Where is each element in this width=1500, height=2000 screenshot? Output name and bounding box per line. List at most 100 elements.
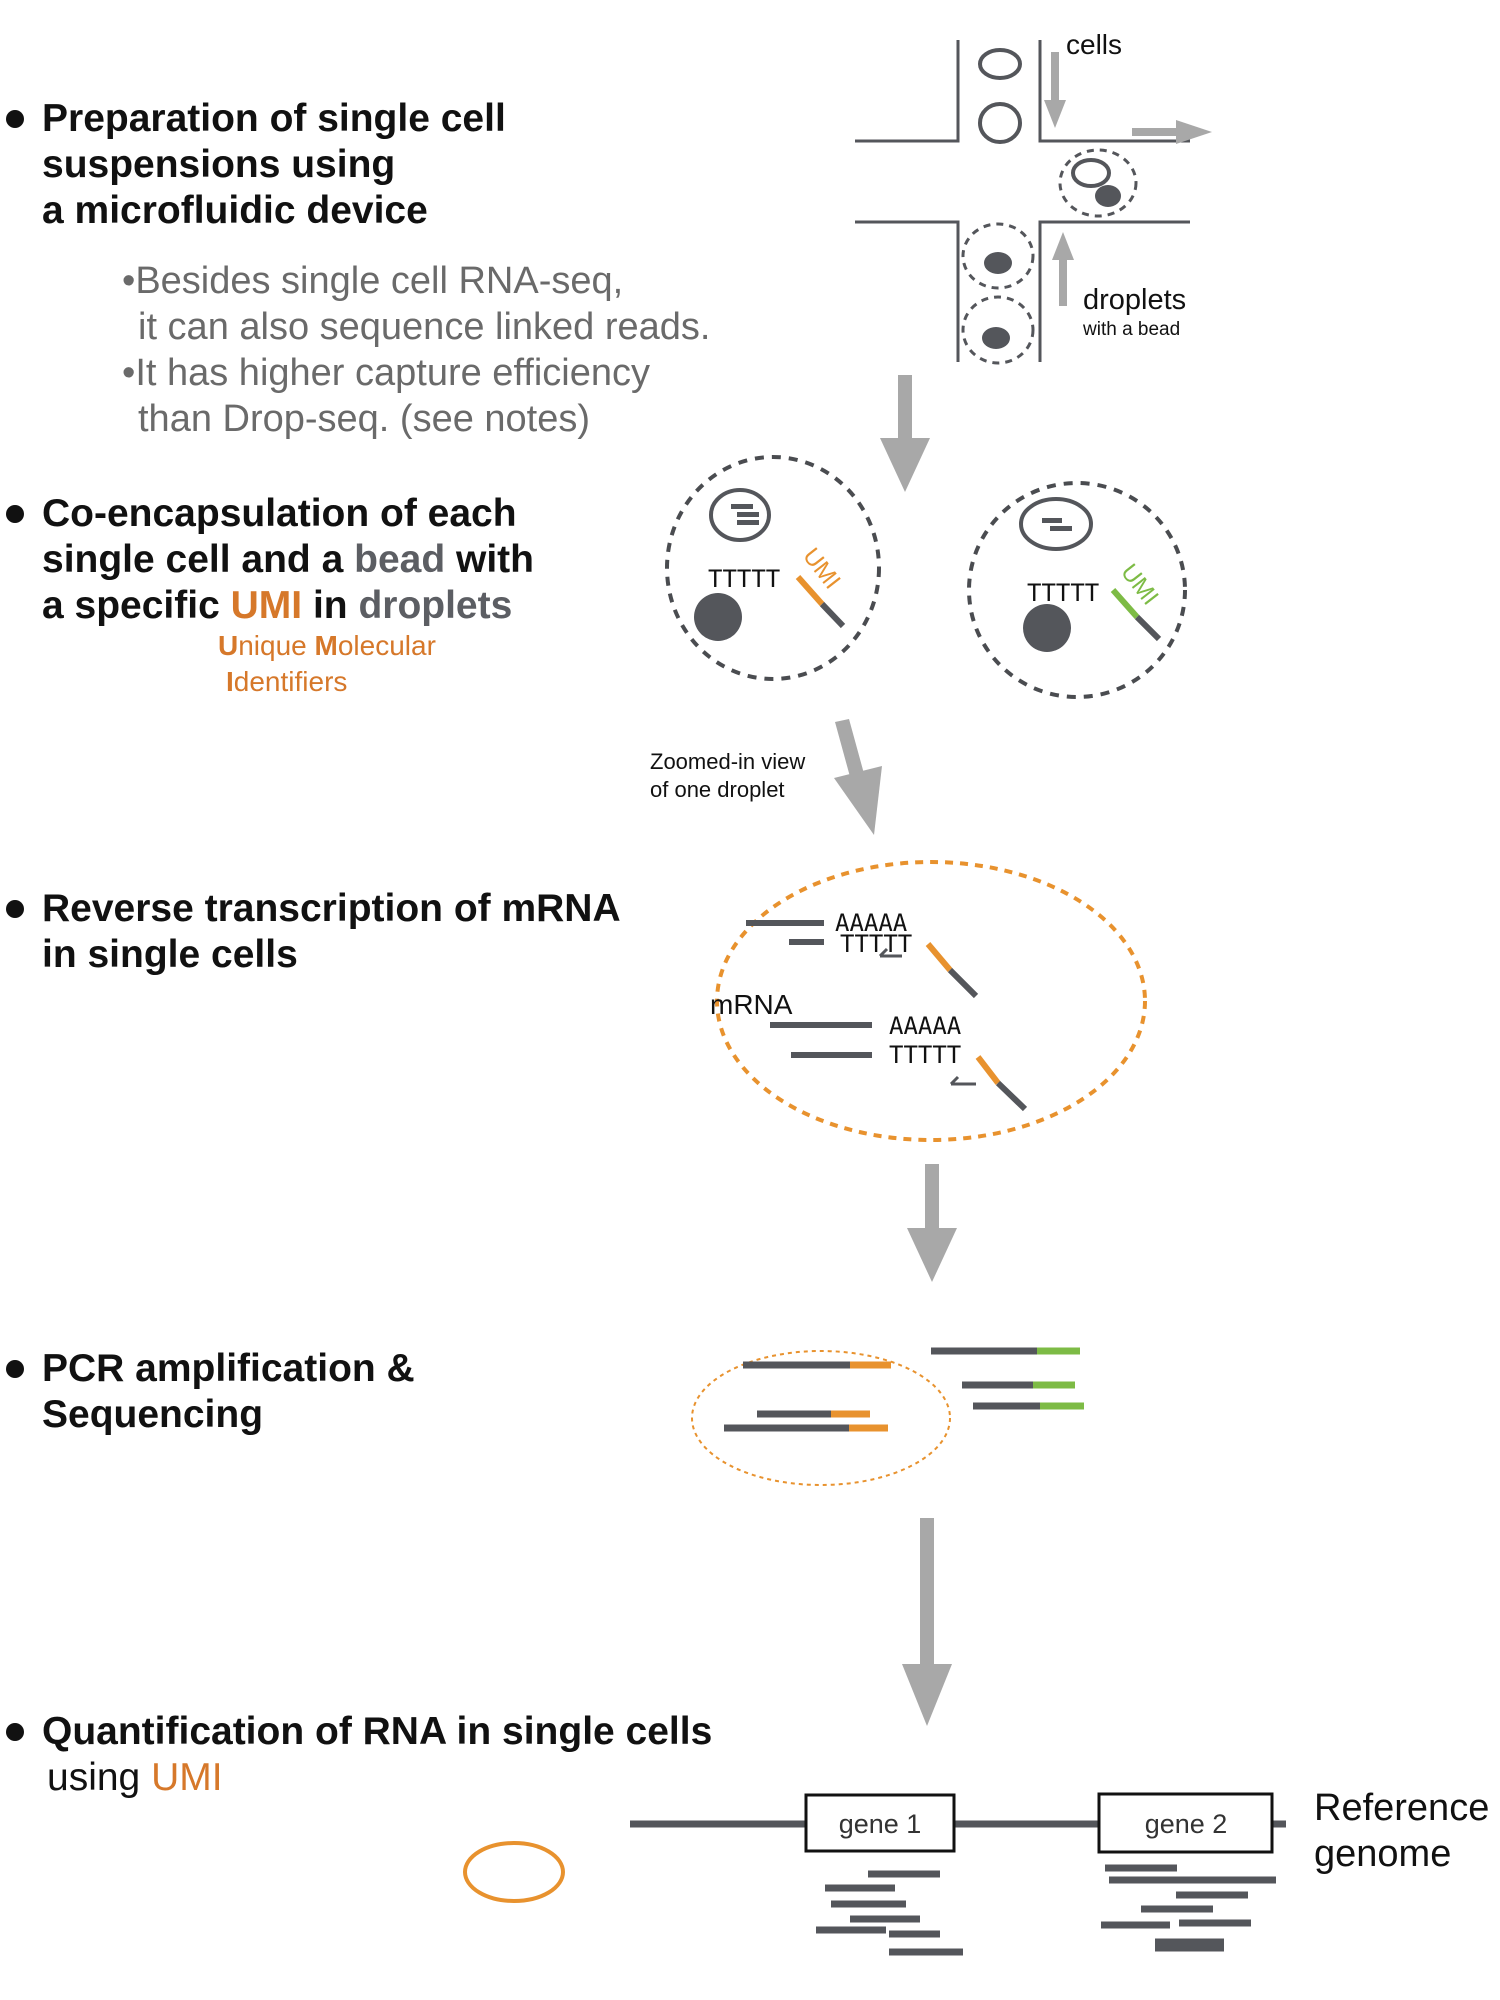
droplet-outline [967,481,1187,699]
step-4-heading: PCR amplification & Sequencing [42,1346,415,1438]
gene-1-label: gene 1 [839,1809,922,1839]
flow-arrow-up-icon [1059,258,1067,306]
umi-def-text: dentifiers [233,666,348,697]
channel-wall [855,220,960,362]
step-1-heading: Preparation of single cell suspensions u… [42,96,506,234]
bullet-icon [6,1360,24,1378]
umi-group-outline [691,1350,951,1486]
umi-segment [795,575,825,606]
flow-arrows [1044,52,1212,306]
step-1-heading-line: Preparation of single cell [42,97,506,140]
umi-definition-line: Unique Molecular [218,628,436,664]
cells-in-channel [978,48,1022,144]
step-4-heading-line: Sequencing [42,1393,264,1436]
step-3-heading-line: Reverse transcription of mRNA [42,887,621,930]
droplet-icon [1058,148,1138,218]
heading-text: single cell and a [42,538,355,581]
umi-segment [1110,588,1140,619]
bead-icon [984,252,1012,274]
bullet-icon [6,110,24,128]
droplets-label: droplets [1083,284,1186,316]
bullet-icon [6,505,24,523]
channel-wall [855,40,960,143]
mrna-mark [1050,526,1072,531]
process-arrow-icon [880,375,930,492]
umi-term: UMI [151,1756,223,1799]
bullet-icon [6,1723,24,1741]
cell-icon [978,48,1022,80]
bead-icon [982,327,1010,349]
mrna-mark [731,504,753,509]
process-arrows [834,375,957,1726]
flow-arrow-down-icon [1044,100,1066,128]
channel-wall [1038,40,1190,143]
zoom-label-line: of one droplet [650,777,785,802]
step-5-heading-line: Quantification of RNA in single cells [42,1710,713,1753]
linker-segment [1134,614,1162,642]
step-2-heading-line: a specific UMI in droplets [42,583,534,629]
step-1-heading-line: a microfluidic device [42,189,428,232]
linker-segment [819,601,846,629]
step-5-heading-line: using UMI [42,1755,712,1801]
cell-icon [1019,497,1093,551]
note-line: •It has higher capture efficiency [122,350,710,396]
note-line: it can also sequence linked reads. [122,304,710,350]
step-2-heading-line: single cell and a bead with [42,537,534,583]
polyt-label: TTTTT [840,930,912,958]
bullet-icon [6,900,24,918]
cell-icon [1071,158,1111,188]
step-3-heading-line: in single cells [42,933,298,976]
umi-initial: I [226,666,234,697]
heading-text: a specific [42,584,231,627]
bead-icon [694,593,742,641]
note-text: Besides single cell RNA-seq, [135,260,624,302]
zoom-label-line: Zoomed-in view [650,749,805,774]
note-text: it can also sequence linked reads. [138,306,711,348]
polya-label: AAAAA [889,1012,962,1040]
mrna-mark [737,512,759,517]
note-bullet: • [122,352,136,394]
umi-initial: U [218,630,239,661]
linker-segment [947,967,979,999]
step-2-heading: Co-encapsulation of each single cell and… [42,491,534,629]
heading-text: using [47,1756,152,1799]
cell-icon [978,102,1022,144]
droplet-icon [961,295,1035,365]
mrna-label: mRNA [710,989,793,1020]
linker-segment [995,1080,1028,1112]
cell-icon [709,488,771,542]
step-1-notes: •Besides single cell RNA-seq, it can als… [122,258,710,442]
step-5-heading: Quantification of RNA in single cells us… [42,1709,712,1801]
step-4-heading-line: PCR amplification & [42,1347,415,1390]
flow-arrow-right-icon [1176,120,1212,144]
mrna-mark [1042,518,1062,523]
umi-segment [925,942,953,972]
process-arrow-icon [907,1164,957,1282]
gene-2-box [1097,1792,1274,1854]
gene-2-label: gene 2 [1145,1809,1228,1839]
reference-label: genome [1314,1833,1451,1875]
microfluidic-device [855,40,1190,362]
with-bead-label: with a bead [1082,319,1180,340]
mrna-mark [737,520,759,525]
step-2-heading-line: Co-encapsulation of each [42,492,517,535]
droplet-with-orange-umi: TTTTT UMI [665,455,881,681]
droplets-term: droplets [358,584,513,627]
bead-term: bead [354,538,446,581]
reference-label: Reference [1314,1787,1489,1829]
umi-collapsed-icon [463,1841,565,1903]
step-1-heading-line: suspensions using [42,143,396,186]
umi-def-text: nique [238,630,315,661]
droplet-icon [961,222,1035,290]
polya-label: AAAAA [835,909,908,937]
note-bullet: • [122,260,136,302]
extension-hook-icon [878,947,902,958]
bead-icon [1023,604,1071,652]
umi-definition-line: Identifiers [218,664,436,700]
step-3-heading: Reverse transcription of mRNA in single … [42,886,621,978]
droplet-with-green-umi: TTTTT UMI [967,481,1187,699]
mapped-reads [816,1864,1276,1956]
note-line: •Besides single cell RNA-seq, [122,258,710,304]
